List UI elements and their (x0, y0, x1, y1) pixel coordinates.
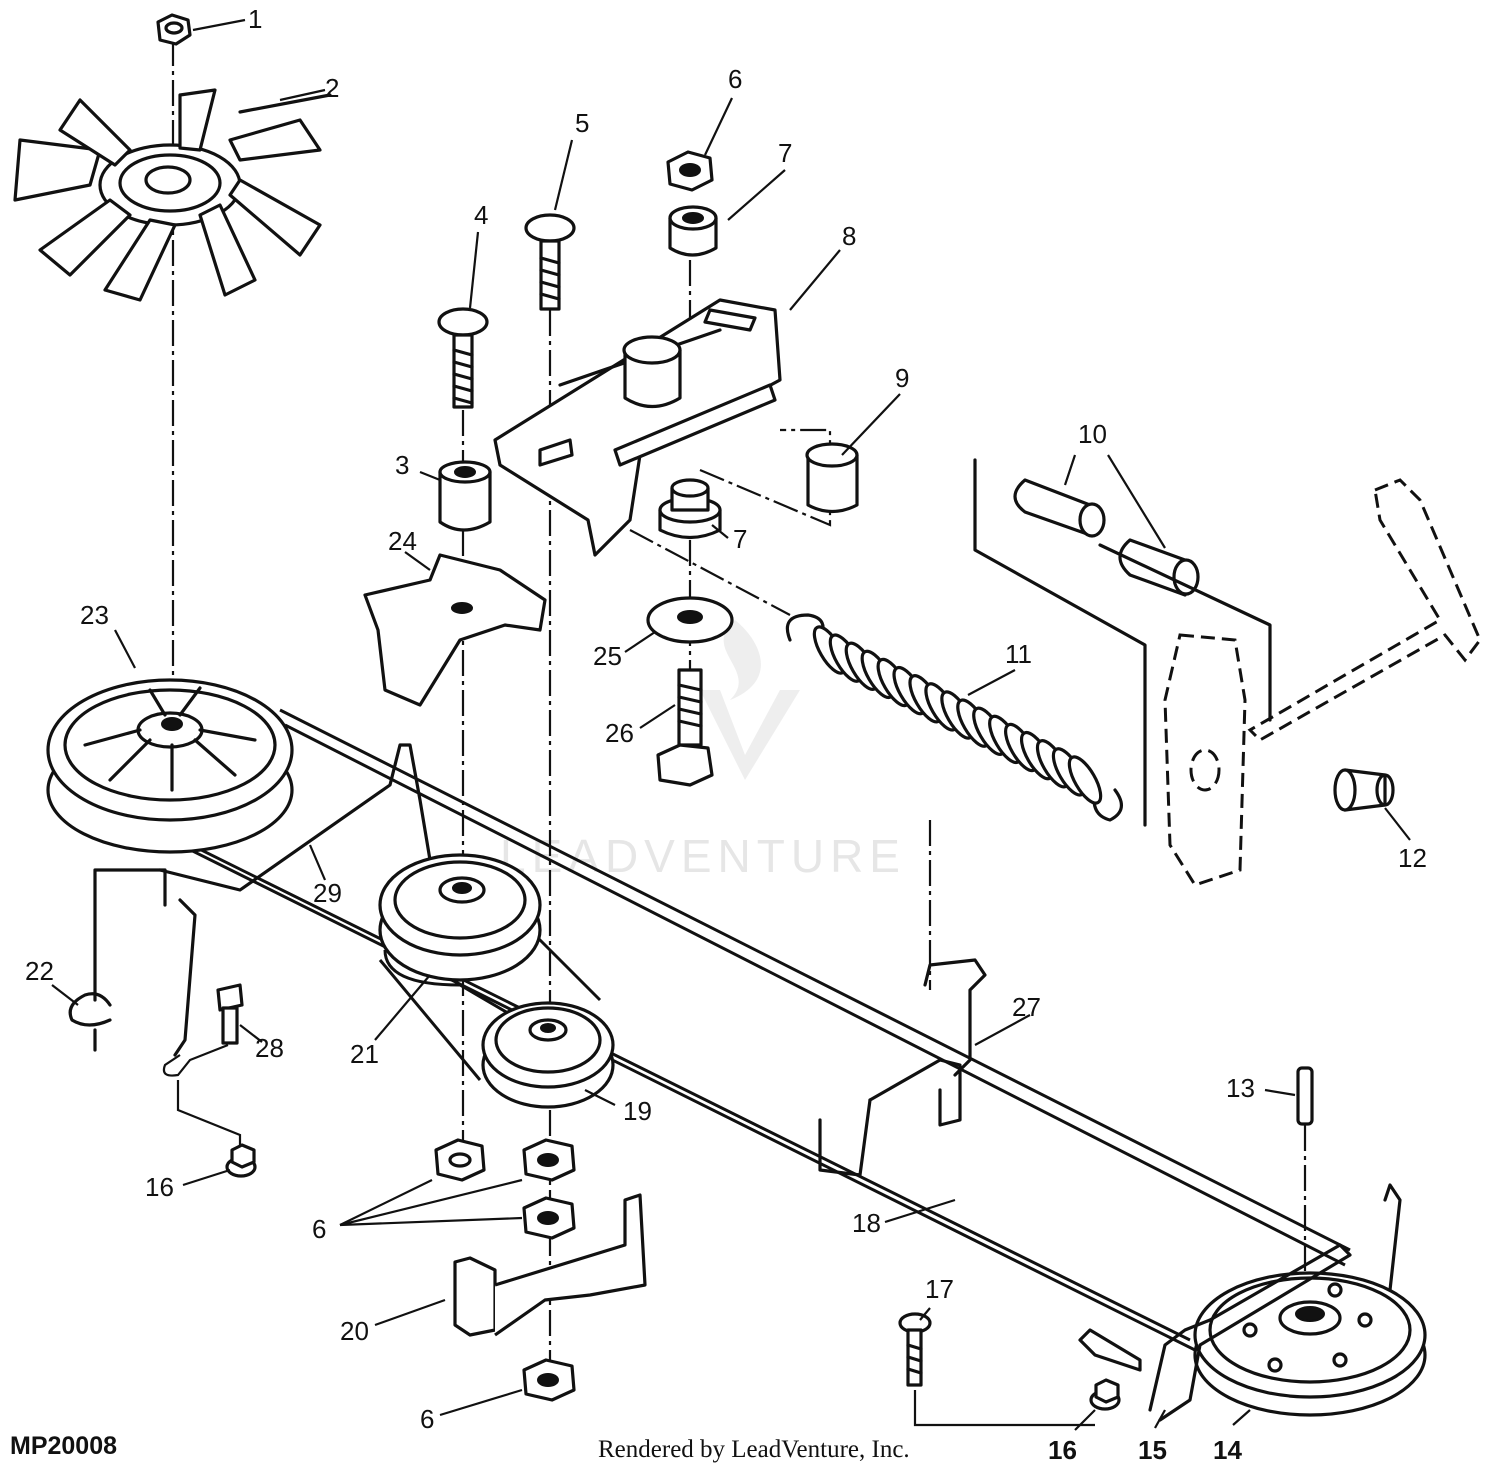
part-20-bracket (453, 1193, 647, 1337)
part-27-belt-guide (818, 958, 987, 1177)
spring-coil (1067, 755, 1103, 805)
part-14-drive-pulley (1193, 1271, 1427, 1417)
callout-5: 5 (575, 108, 589, 138)
watermark-text: LEADVENTURE (500, 830, 906, 882)
part-6-nut-top (666, 150, 714, 192)
callout-14: 14 (1213, 1435, 1242, 1465)
part-8-idler-bracket (493, 298, 782, 557)
callout-16-left: 16 (145, 1172, 174, 1202)
callout-28: 28 (255, 1033, 284, 1063)
part-29-belt-guide (158, 743, 432, 1057)
callout-4: 4 (474, 200, 488, 230)
part-24-bracket (363, 553, 547, 707)
callout-21: 21 (350, 1039, 379, 1069)
part-12-collar (1333, 768, 1395, 812)
part-28-bolt (162, 983, 244, 1145)
watermark-logo (700, 620, 800, 780)
centerlines (171, 40, 1307, 1390)
figure-id: MP20008 (10, 1432, 118, 1460)
callout-18: 18 (852, 1208, 881, 1238)
callout-20: 20 (340, 1316, 369, 1346)
part-23-engine-pulley (46, 678, 294, 854)
callout-16-right: 16 (1048, 1435, 1077, 1465)
callout-11: 11 (1005, 639, 1032, 669)
callout-10: 10 (1078, 419, 1107, 449)
part-6-nut-pair (434, 1138, 576, 1240)
part-10-sleeves (973, 458, 1272, 827)
part-9-spacer (805, 442, 859, 514)
callout-15: 15 (1138, 1435, 1167, 1465)
part-1-nut (156, 13, 192, 46)
part-11-spring (785, 613, 1123, 822)
part-26-hex-bolt (656, 668, 714, 787)
callout-12: 12 (1398, 843, 1427, 873)
callout-3: 3 (395, 450, 409, 480)
part-7-bushing-top (668, 205, 718, 257)
callout-25: 25 (593, 641, 622, 671)
callout-13: 13 (1226, 1073, 1255, 1103)
callout-27: 27 (1012, 992, 1041, 1022)
callout-7-top: 7 (778, 138, 792, 168)
callout-1: 1 (248, 4, 262, 34)
part-18-traction-belt (59, 708, 1351, 1352)
reference-lever-dashed (1163, 478, 1482, 887)
callout-22: 22 (25, 956, 54, 986)
callout-29: 29 (313, 878, 342, 908)
part-4-bolt (437, 307, 489, 409)
part-22-clip (68, 868, 167, 1052)
part-17-bolt (898, 1312, 1095, 1427)
part-13-pin (1296, 1066, 1314, 1126)
part-7-bushing-bottom (658, 478, 722, 540)
callout-6-bottom: 6 (420, 1404, 434, 1434)
callout-19: 19 (623, 1096, 652, 1126)
callout-7-bottom: 7 (733, 524, 747, 554)
callout-6-top: 6 (728, 64, 742, 94)
callout-9: 9 (895, 363, 909, 393)
callout-8: 8 (842, 221, 856, 251)
part-2-fan (13, 88, 332, 302)
part-16-flange-nut-left (225, 1143, 257, 1178)
part-16-flange-nut-right (1089, 1378, 1121, 1411)
part-25-washer (646, 596, 734, 644)
part-21-idler-pulley (378, 853, 542, 982)
part-19-idler-pulley (481, 1001, 615, 1109)
callout-23: 23 (80, 600, 109, 630)
render-credit: Rendered by LeadVenture, Inc. (598, 1436, 910, 1463)
part-5-bolt (524, 213, 576, 311)
part-3-spacer (438, 460, 492, 532)
callout-2: 2 (325, 73, 339, 103)
callout-6-group: 6 (312, 1214, 326, 1244)
part-6-nut-bottom (522, 1358, 576, 1402)
callout-26: 26 (605, 718, 634, 748)
callout-leaders (51, 18, 1411, 1431)
callout-17: 17 (925, 1274, 954, 1304)
callout-labels: 1 2 3 4 5 6 6 6 7 7 8 9 10 11 12 13 14 1… (25, 4, 1427, 1465)
callout-24: 24 (388, 526, 417, 556)
